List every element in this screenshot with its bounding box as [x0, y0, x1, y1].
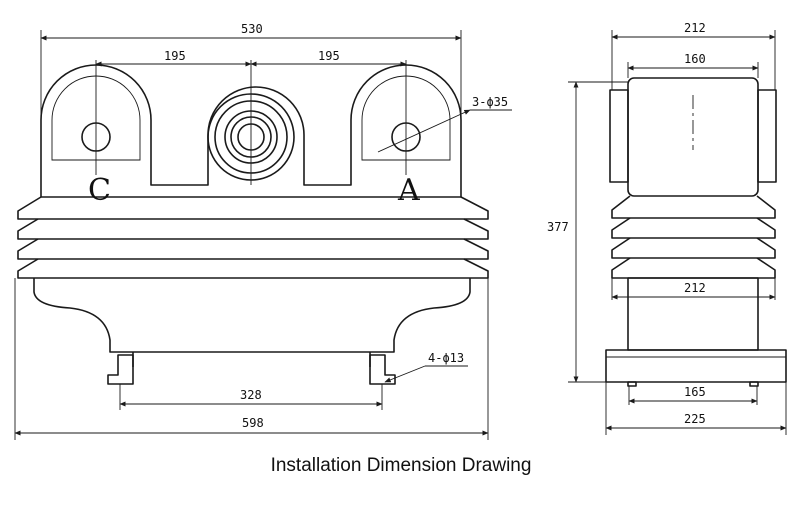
dim-side-top-width: 212: [684, 21, 706, 35]
dim-base-width: 225: [684, 412, 706, 426]
drawing-caption: Installation Dimension Drawing: [270, 455, 532, 476]
side-sheds: [611, 195, 776, 279]
dim-head-width: 160: [684, 52, 706, 66]
front-view: C A 530 195 195: [14, 22, 512, 440]
dim-overall-width: 598: [242, 416, 264, 430]
phase-label-right: A: [397, 173, 420, 208]
dim-body-width: 212: [684, 281, 706, 295]
side-flange-left: [609, 89, 629, 183]
boss-left-inner: [51, 75, 141, 161]
side-view: 212 160 377 212 165 225: [547, 21, 787, 435]
dim-mount-spacing: 328: [240, 388, 262, 402]
front-sheds: [17, 196, 489, 279]
front-lower-body: [33, 278, 471, 353]
dim-front-top-width: 530: [241, 22, 263, 36]
phase-label-left: C: [88, 173, 111, 208]
side-base: [605, 349, 787, 383]
foot-left: [107, 354, 134, 385]
hole-spec-label: 3-ϕ35: [472, 95, 508, 109]
boss-right-inner: [361, 75, 451, 161]
dim-spacing-left: 195: [164, 49, 186, 63]
dim-side-height: 377: [547, 220, 569, 234]
dim-spacing-right: 195: [318, 49, 340, 63]
dim-side-mount-spacing: 165: [684, 385, 706, 399]
mount-spec-label: 4-ϕ13: [428, 351, 464, 365]
side-flange-right: [757, 89, 777, 183]
foot-right: [369, 354, 396, 385]
